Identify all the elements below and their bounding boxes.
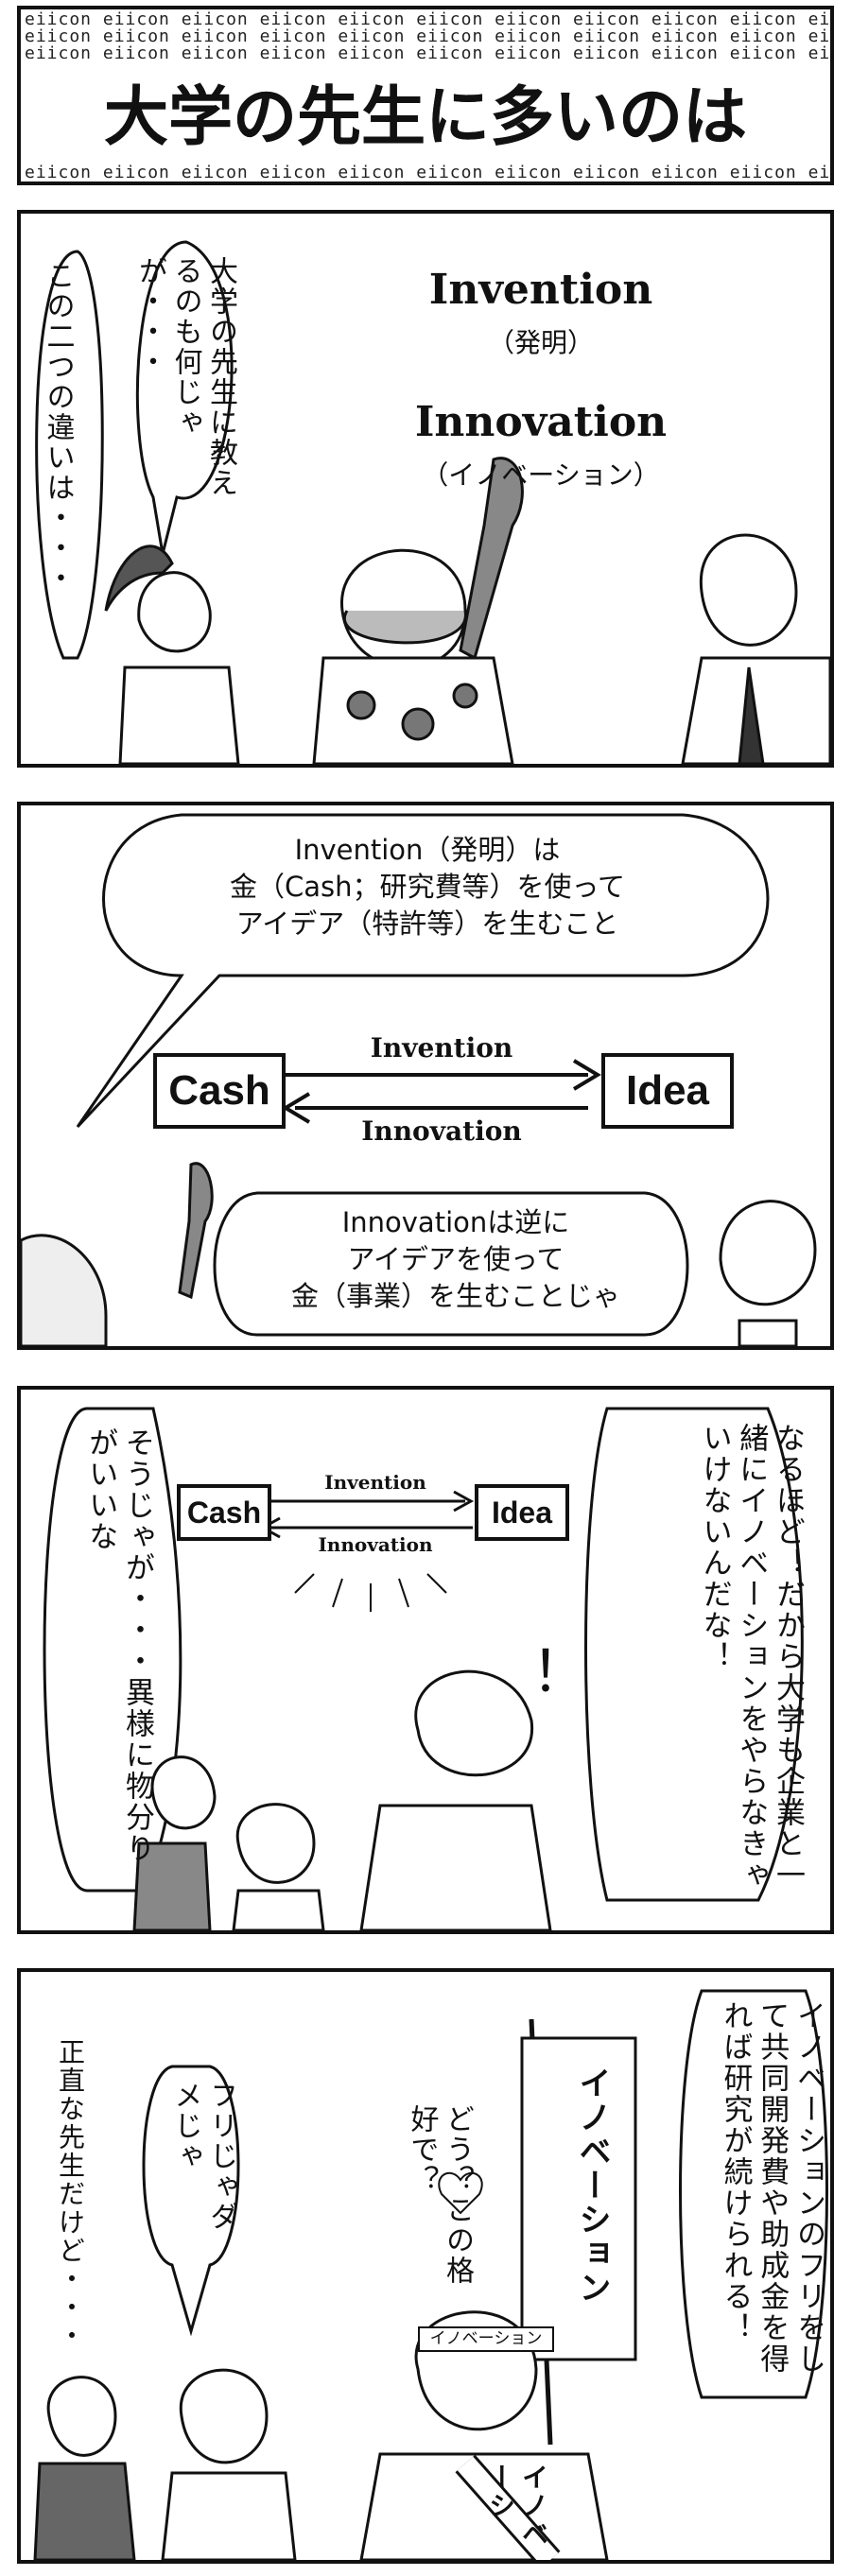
bubble-left-text: 正直な先生だけど・・・	[55, 2038, 86, 2350]
bubble-professor-text: 大学の先生に教えるのも何じゃが・・・	[133, 256, 237, 498]
panel-4-figures	[33, 2310, 609, 2560]
headband-text: イノベーション	[418, 2326, 554, 2352]
bubble-top-line-2: 金（Cash；研究費等）を使って	[229, 871, 626, 904]
bubble-top-line-3: アイデア（特許等）を生むこと	[235, 908, 619, 941]
panel-1: この二つの違いは・・・ 大学の先生に教えるのも何じゃが・・・ Invention…	[17, 210, 834, 768]
bubble-left-text: そうじゃが・・・異様に物分りがいいな	[83, 1427, 154, 1864]
box-cash: Cash	[153, 1053, 286, 1129]
banner-flag	[520, 2036, 637, 2361]
term-innovation-sub: （イノベーション）	[422, 459, 660, 491]
arrow-top-label-small: Invention	[324, 1471, 426, 1494]
box-cash-small: Cash	[177, 1484, 271, 1541]
panel-3: Cash Idea Invention Innovation そうじゃが・・・異…	[17, 1386, 834, 1934]
bubble-left-text: この二つの違いは・・・	[41, 261, 75, 594]
bald-man-figure	[681, 533, 830, 764]
term-invention-sub: （発明）	[487, 327, 594, 358]
panel-2-drawing	[21, 813, 817, 1346]
bubble-bottom-line-1: Innovationは逆に	[341, 1206, 570, 1238]
page-title: 大学の先生に多いのは	[21, 59, 830, 164]
bubble-top-line-1: Invention（発明）は	[294, 834, 561, 866]
bubble-right-text: イノベーションのフリをして共同開発費や助成金を得れば研究が続けられる！	[718, 2000, 826, 2375]
bubble-bottom-text: Innovationは逆に アイデアを使って 金（事業）を生むことじゃ	[219, 1204, 692, 1315]
title-strip: eiicon eiicon eiicon eiicon eiicon eiico…	[17, 6, 834, 185]
panel-1-drawing	[35, 240, 830, 764]
bubble-top-text: Invention（発明）は 金（Cash；研究費等）を使って アイデア（特許等…	[125, 832, 730, 942]
bubble-bottom-line-3: 金（事業）を生むことじゃ	[290, 1280, 620, 1313]
box-idea: Idea	[601, 1053, 734, 1129]
sash-text: イノベーシ	[485, 2464, 549, 2549]
heart-icon	[438, 2171, 483, 2215]
panel-3-figures	[132, 1669, 552, 1930]
term-innovation: Innovation	[414, 398, 668, 446]
bubble-bottom-line-2: アイデアを使って	[347, 1243, 564, 1276]
arrow-bottom-label: Innovation	[361, 1115, 522, 1147]
bubble-mid-text: フリじゃダメじゃ	[168, 2081, 238, 2232]
bubble-center-text: どう？この格好で？	[405, 2104, 475, 2286]
term-invention: Invention	[428, 266, 653, 314]
arrow-top-label: Invention	[370, 1032, 513, 1063]
box-idea-small: Idea	[475, 1484, 569, 1541]
panel-4-drawing	[33, 1989, 828, 2560]
panel-2-figures	[21, 1162, 817, 1346]
bubble-right-text: なるほど！だから大学も企業と一緒にイノベーションをやらなきゃいけないんだな！	[697, 1423, 806, 1891]
woman-figure	[104, 545, 240, 764]
banner-text: イノベーション	[573, 2066, 611, 2305]
panel-4: イノベーションのフリをして共同開発費や助成金を得れば研究が続けられる！ どう？こ…	[17, 1968, 834, 2564]
panel-2: Invention（発明）は 金（Cash；研究費等）を使って アイデア（特許等…	[17, 802, 834, 1350]
arrow-bottom-label-small: Innovation	[318, 1533, 433, 1556]
exclamation-mark: ！	[531, 1639, 588, 1705]
professor-figure	[312, 457, 524, 764]
panel-3-drawing	[43, 1407, 804, 1930]
